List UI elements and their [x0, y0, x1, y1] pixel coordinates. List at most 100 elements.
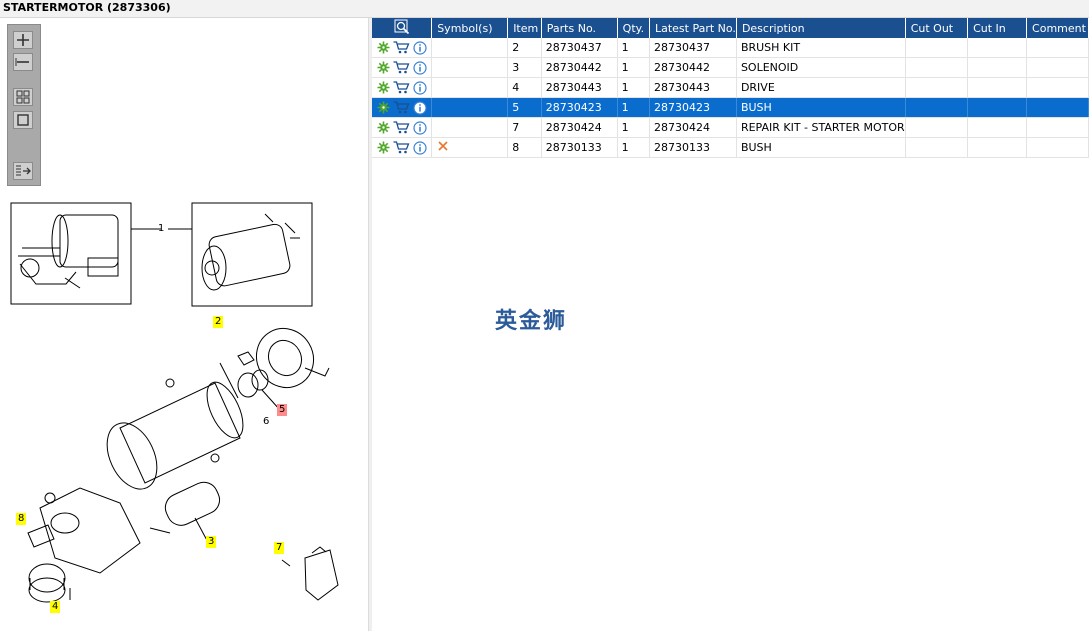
table-row[interactable]: 3 28730442 1 28730442 SOLENOID [372, 57, 1089, 78]
cell-item: 4 [507, 77, 542, 98]
row-actions [372, 57, 433, 78]
cell-comment [1026, 77, 1089, 98]
callout-7[interactable]: 7 [274, 542, 285, 554]
zoom-out-button[interactable] [13, 53, 33, 71]
cell-cut-out [905, 57, 969, 78]
info-icon[interactable] [413, 40, 427, 55]
cell-latest-part-no: 28730133 [649, 137, 737, 158]
cart-icon[interactable] [393, 61, 410, 74]
callout-3[interactable]: 3 [206, 536, 217, 548]
gear-icon[interactable] [377, 121, 390, 134]
starter-motor-thumbnail-left [18, 214, 119, 289]
info-icon[interactable] [413, 80, 427, 95]
callout-8[interactable]: 8 [16, 513, 27, 525]
callout-4[interactable]: 4 [50, 601, 61, 613]
table-row[interactable]: 5 28730423 1 28730423 BUSH [372, 97, 1089, 118]
cell-parts-no: 28730442 [541, 57, 618, 78]
cell-comment [1026, 137, 1089, 158]
gear-icon[interactable] [377, 141, 390, 154]
table-row[interactable]: 7 28730424 1 28730424 REPAIR KIT - START… [372, 117, 1089, 138]
cell-item: 2 [507, 38, 542, 58]
cell-symbol [431, 117, 509, 138]
search-icon [394, 19, 409, 34]
row-actions [372, 137, 433, 158]
cell-cut-out [905, 77, 969, 98]
callout-6[interactable]: 6 [263, 416, 270, 427]
cell-description: REPAIR KIT - STARTER MOTOR [736, 117, 906, 138]
callout-5[interactable]: 5 [277, 404, 288, 416]
table-row[interactable]: 2 28730437 1 28730437 BRUSH KIT [372, 38, 1089, 58]
gear-icon[interactable] [377, 101, 390, 114]
zoom-in-button[interactable] [13, 31, 33, 49]
cell-cut-out [905, 38, 969, 58]
column-header-cut-in[interactable]: Cut In [967, 18, 1028, 38]
row-actions [372, 77, 433, 98]
thumbnail-frame-right [191, 202, 313, 307]
row-actions [372, 97, 433, 118]
cart-icon[interactable] [393, 81, 410, 94]
diagram-pane[interactable]: 1 2 5 6 8 3 7 4 [0, 18, 368, 631]
cell-qty: 1 [617, 38, 650, 58]
cart-icon[interactable] [393, 101, 410, 114]
window-title: STARTERMOTOR (2873306) [3, 1, 171, 14]
column-header-item[interactable]: Item [507, 18, 542, 38]
cell-parts-no: 28730424 [541, 117, 618, 138]
column-header-cut-out[interactable]: Cut Out [905, 18, 969, 38]
cell-symbol [431, 57, 509, 78]
cell-comment [1026, 38, 1089, 58]
pane-splitter[interactable] [368, 18, 373, 631]
cell-qty: 1 [617, 77, 650, 98]
cart-icon[interactable] [393, 41, 410, 54]
fit-grid-button[interactable] [13, 88, 33, 106]
cell-item: 7 [507, 117, 542, 138]
parts-list-pane: Symbol(s) Item Parts No. Qty. Latest Par… [372, 18, 1089, 631]
column-header-latest-part-no[interactable]: Latest Part No. [649, 18, 737, 38]
info-icon[interactable] [413, 60, 427, 75]
table-row[interactable]: 8 28730133 1 28730133 BUSH [372, 137, 1089, 158]
cart-icon[interactable] [393, 141, 410, 154]
column-header-description[interactable]: Description [736, 18, 906, 38]
callout-1[interactable]: 1 [158, 223, 165, 234]
column-header-comment[interactable]: Comment [1026, 18, 1089, 38]
info-icon[interactable] [413, 120, 427, 135]
zoom-out-icon [15, 58, 29, 66]
cell-latest-part-no: 28730442 [649, 57, 737, 78]
row-actions [372, 38, 433, 58]
gear-icon[interactable] [377, 61, 390, 74]
bush-5 [237, 369, 269, 398]
callout-2[interactable]: 2 [213, 316, 224, 328]
column-header-symbol[interactable]: Symbol(s) [431, 18, 509, 38]
export-button[interactable] [13, 162, 33, 180]
info-icon[interactable] [413, 100, 427, 115]
fit-page-button[interactable] [13, 111, 33, 129]
column-header-qty[interactable]: Qty. [617, 18, 650, 38]
grid-icon [16, 90, 30, 104]
cell-cut-in [967, 57, 1028, 78]
cell-cut-in [967, 77, 1028, 98]
square-icon [17, 114, 29, 126]
exploded-parts [27, 327, 339, 603]
cell-qty: 1 [617, 137, 650, 158]
cell-symbol [431, 38, 509, 58]
info-icon[interactable] [413, 140, 427, 155]
cell-comment [1026, 97, 1089, 118]
cell-description: BRUSH KIT [736, 38, 906, 58]
end-cover [255, 327, 330, 389]
cell-qty: 1 [617, 57, 650, 78]
cell-description: BUSH [736, 97, 906, 118]
cart-icon[interactable] [393, 121, 410, 134]
row-actions [372, 117, 433, 138]
cell-item: 5 [507, 97, 542, 118]
cell-symbol [431, 77, 509, 98]
gear-icon[interactable] [377, 41, 390, 54]
watermark: 英金狮 [495, 309, 568, 334]
column-header-search[interactable] [372, 18, 433, 38]
gear-icon[interactable] [377, 81, 390, 94]
solenoid-3 [149, 481, 221, 534]
diagram-toolbar [7, 24, 41, 186]
column-header-parts-no[interactable]: Parts No. [541, 18, 618, 38]
table-row[interactable]: 4 28730443 1 28730443 DRIVE [372, 77, 1089, 98]
motor-yoke [106, 378, 244, 490]
cell-symbol [431, 137, 509, 158]
cell-cut-out [905, 117, 969, 138]
